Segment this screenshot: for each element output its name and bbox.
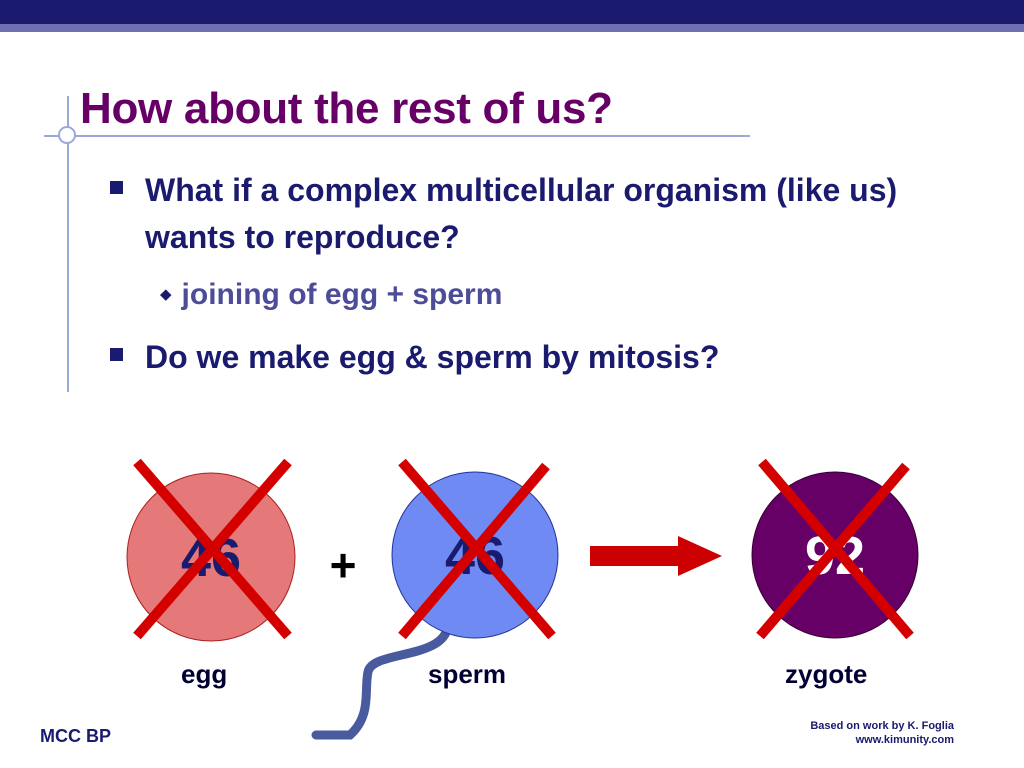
zygote-label: zygote [785, 659, 868, 689]
bullet-text: What if a complex multicellular organism… [145, 172, 898, 255]
bullet-item: What if a complex multicellular organism… [110, 167, 990, 261]
square-bullet-icon [110, 181, 123, 194]
decorative-crosshair-circle [58, 126, 76, 144]
plus-sign: + [330, 539, 357, 591]
bullet-item: Do we make egg & sperm by mitosis? [110, 334, 990, 381]
footer-course-label: MCC BP [40, 726, 111, 746]
zygote-cross-out-icon [756, 458, 914, 640]
footer-credit: Based on work by K. Foglia www.kimunity.… [810, 719, 954, 747]
diamond-bullet-icon: ◆ [160, 286, 172, 303]
bullet-text: Do we make egg & sperm by mitosis? [145, 339, 720, 375]
square-bullet-icon [110, 348, 123, 361]
sperm-tail [311, 620, 453, 740]
decorative-vertical-line [67, 96, 69, 392]
header-band [0, 0, 1024, 24]
header-accent-line [0, 24, 1024, 32]
sub-bullet-item: ◆ joining of egg + sperm [160, 278, 502, 312]
footer-credit-author: Based on work by K. Foglia [810, 720, 954, 732]
footer-credit-url[interactable]: www.kimunity.com [855, 734, 954, 746]
sub-bullet-text: joining of egg + sperm [181, 278, 503, 311]
sperm-cross-out-icon [398, 458, 556, 640]
decorative-horizontal-line [44, 135, 750, 137]
egg-cross-out-icon [133, 458, 292, 640]
slide-title: How about the rest of us? [80, 84, 613, 133]
sperm-label: sperm [428, 659, 507, 689]
right-arrow-icon [590, 536, 722, 576]
egg-label: egg [181, 659, 228, 689]
